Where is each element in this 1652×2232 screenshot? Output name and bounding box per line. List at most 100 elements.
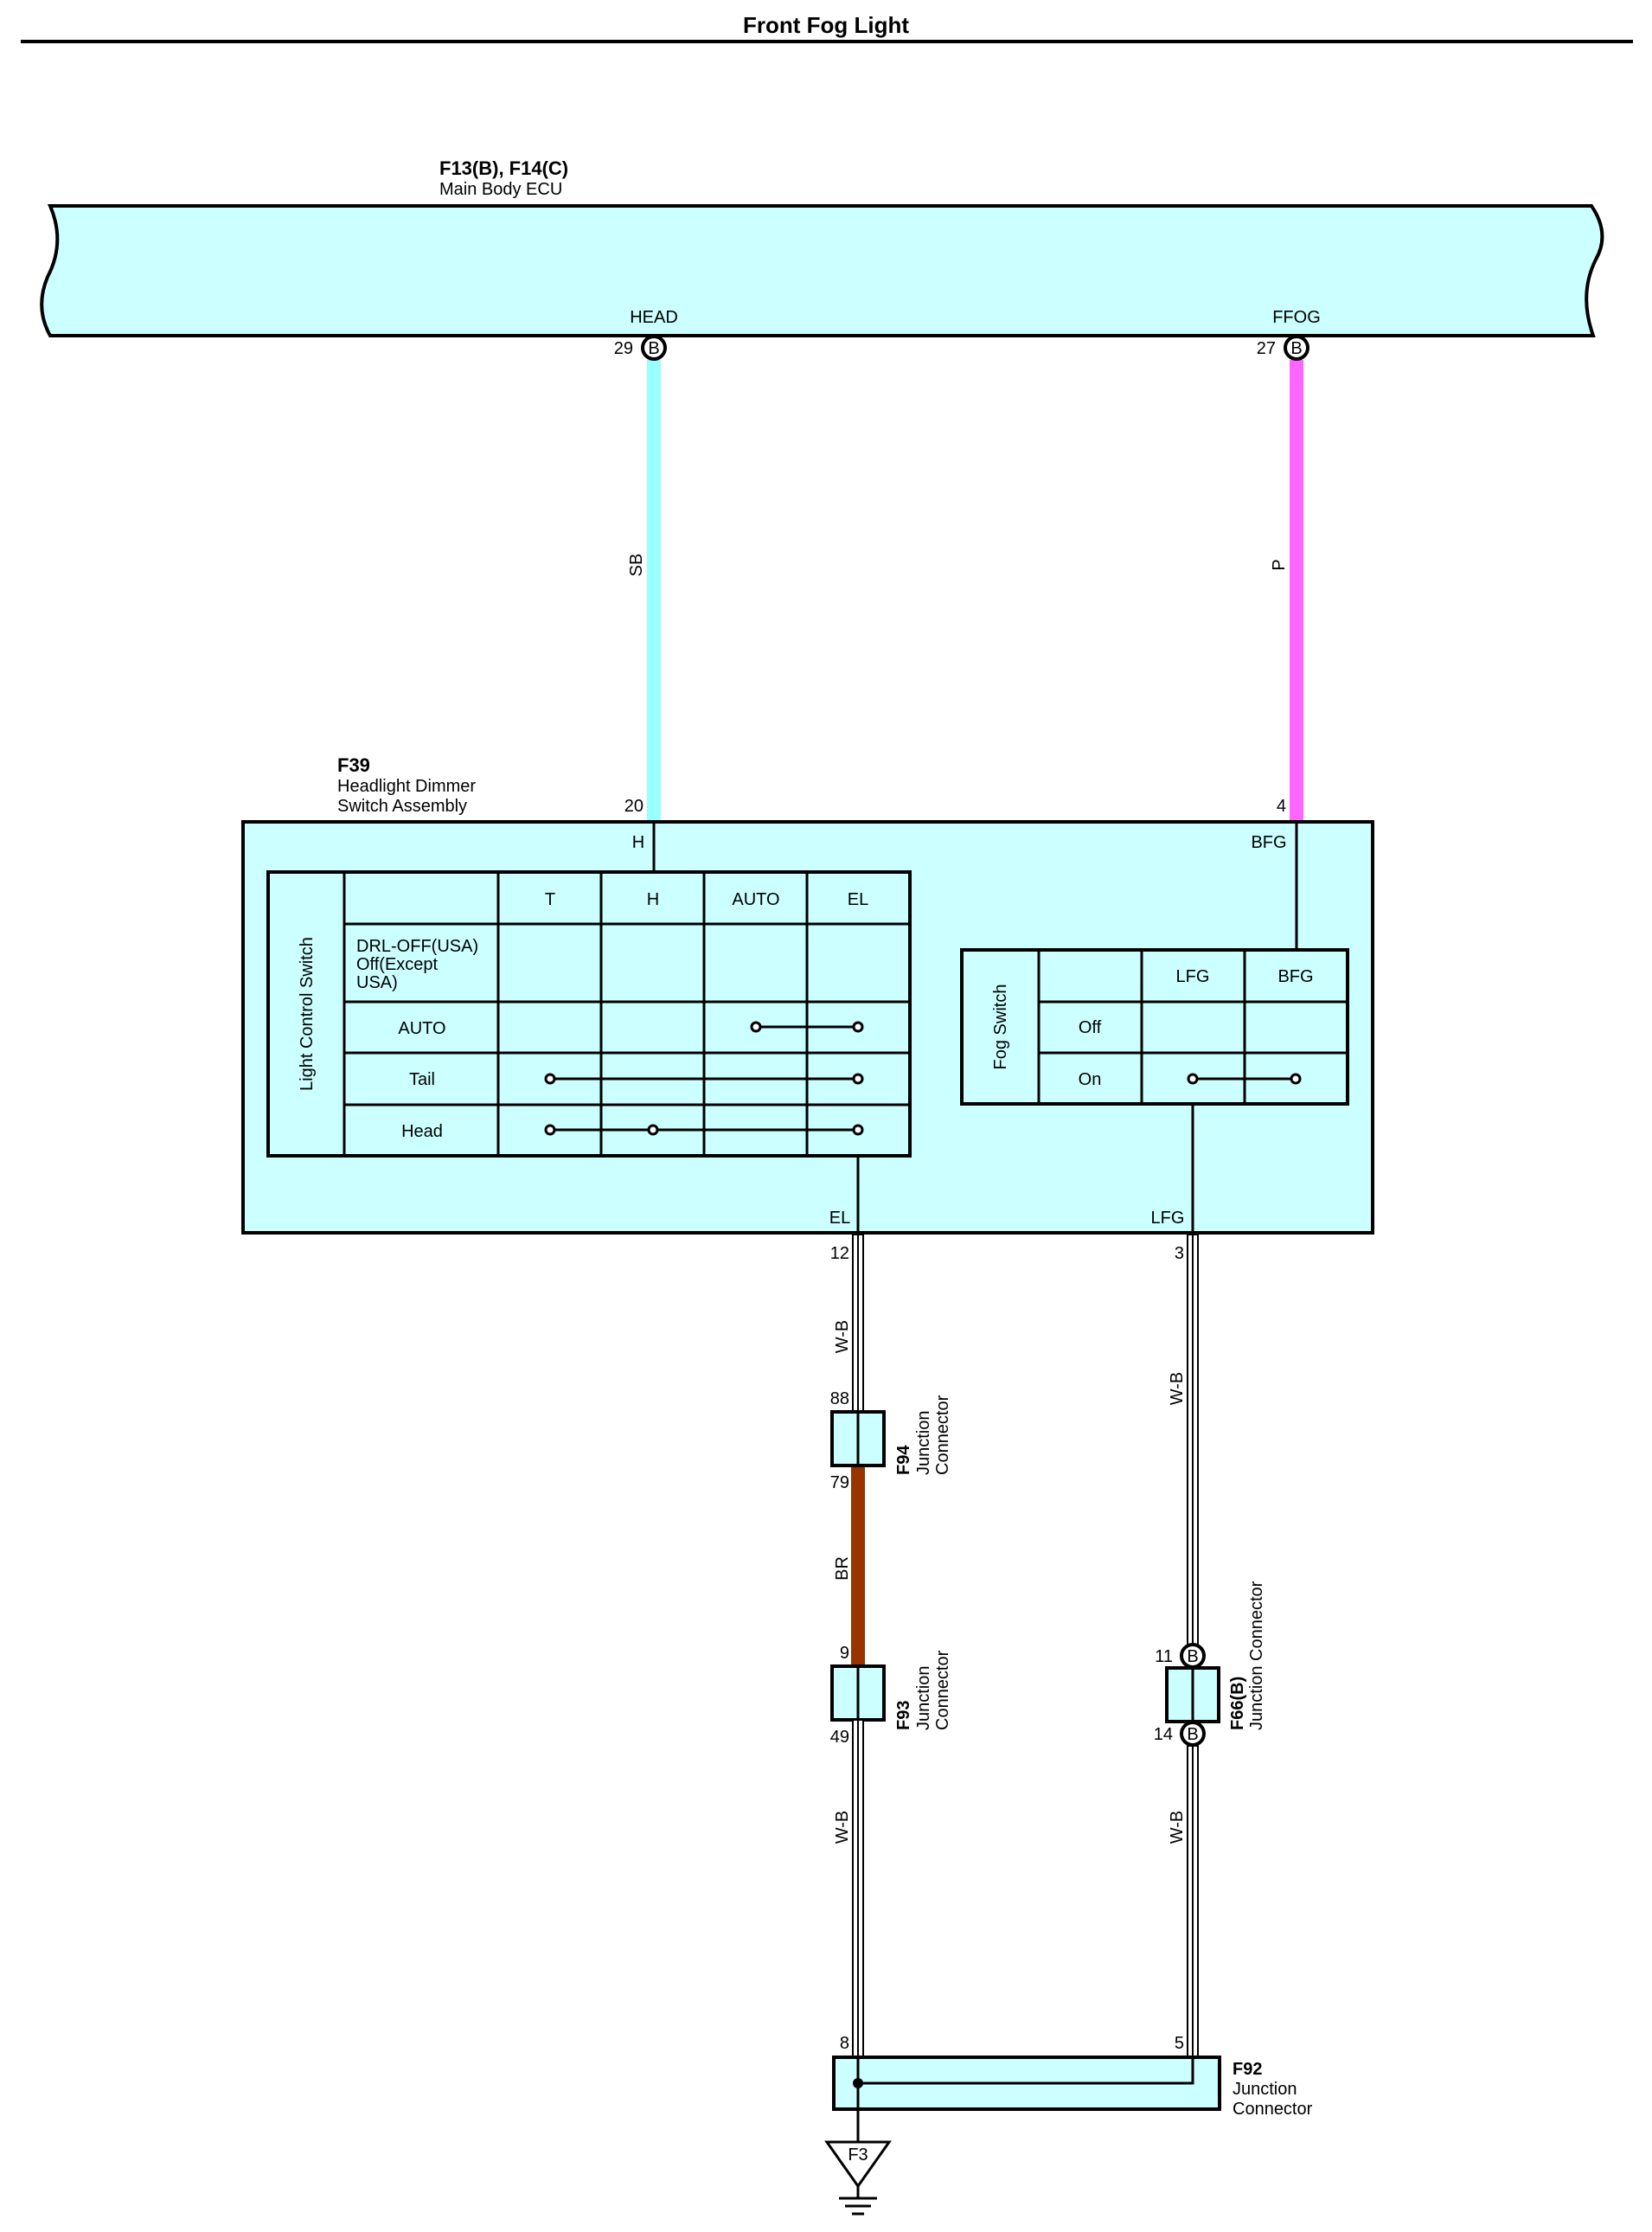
f94-pin-88: 88	[830, 1389, 849, 1408]
f94-pin-79: 79	[830, 1473, 849, 1492]
wire-sb	[647, 360, 661, 822]
f66-name: Junction Connector	[1247, 1581, 1266, 1730]
dimmer-name-2: Switch Assembly	[337, 797, 467, 816]
f93-pin-49: 49	[830, 1728, 849, 1747]
lcs-col-h: H	[647, 890, 659, 909]
wire-br-label: BR	[833, 1556, 852, 1581]
f92-pin-5: 5	[1175, 2034, 1184, 2053]
connector-f94: 88 79 F94 Junction Connector	[830, 1389, 952, 1492]
fog-continuity	[1187, 1073, 1302, 1085]
ecu-name: Main Body ECU	[439, 180, 562, 199]
ecu-code: F13(B), F14(C)	[439, 157, 568, 179]
f66-code: F66(B)	[1228, 1677, 1247, 1730]
main-body-ecu: F13(B), F14(C) Main Body ECU HEAD FFOG	[40, 157, 1604, 337]
f66-bottom-conn: B	[1187, 1725, 1198, 1744]
ground-f3: F3	[824, 2109, 892, 2216]
wire-wb-el-lower-label: W-B	[833, 1811, 852, 1844]
fog-col-lfg: LFG	[1176, 967, 1210, 986]
f66-pin-14: 14	[1154, 1725, 1173, 1744]
connector-f93: 9 49 F93 Junction Connector	[830, 1644, 952, 1747]
dimmer-pin-20-num: 20	[624, 797, 644, 816]
dimmer-code: F39	[337, 754, 370, 776]
f93-code: F93	[894, 1701, 913, 1730]
lcs-row-auto: AUTO	[398, 1019, 445, 1038]
wire-p-label: P	[1270, 559, 1289, 570]
splice-point	[853, 2078, 863, 2088]
f93-name-2: Connector	[933, 1650, 952, 1730]
wire-wb-el-upper	[852, 1234, 864, 1413]
terminal-icon	[1284, 335, 1309, 361]
f92-internal-bus	[856, 2057, 1194, 2085]
page-title: Front Fog Light	[743, 12, 909, 38]
continuity-point	[852, 1021, 864, 1033]
lcs-col-el: EL	[848, 890, 868, 909]
f92-name-2: Connector	[1233, 2100, 1313, 2119]
ecu-pin-27: B 27	[1257, 335, 1309, 361]
f66-top-conn: B	[1187, 1647, 1198, 1666]
continuity-point	[750, 1021, 762, 1033]
dimmer-pin-lfg: LFG	[1151, 1209, 1185, 1228]
wire-wb-el-lower	[852, 1719, 864, 2058]
wire-wb-lfg-label: W-B	[1168, 1372, 1187, 1406]
wire-sb-label: SB	[627, 554, 646, 577]
terminal-num: 29	[614, 339, 633, 358]
f92-name-1: Junction	[1233, 2080, 1297, 2099]
dimmer-pin-3-num: 3	[1175, 1244, 1184, 1263]
terminal-icon	[1180, 1643, 1206, 1669]
f66-pin-11: 11	[1155, 1647, 1173, 1666]
dimmer-pin-bfg: BFG	[1251, 833, 1286, 852]
lcs-grid	[343, 872, 910, 1156]
fog-title: Fog Switch	[991, 985, 1010, 1070]
connector-f66: B B 11 14 F66(B) Junction Connector	[1154, 1581, 1266, 1747]
dimmer-pin-h: H	[632, 833, 644, 852]
lcs-title: Light Control Switch	[298, 937, 317, 1091]
ecu-pin-29: B 29	[614, 335, 667, 361]
terminal-conn: B	[648, 339, 659, 358]
wire-br	[851, 1466, 865, 1666]
wire-wb-lfg	[1187, 1234, 1199, 1646]
dimmer-pin-12-num: 12	[830, 1244, 849, 1263]
continuity-point	[1187, 1073, 1199, 1085]
continuity-point	[544, 1073, 556, 1085]
dimmer-name-1: Headlight Dimmer	[337, 777, 476, 796]
lcs-continuity	[544, 1021, 864, 1136]
continuity-point	[852, 1124, 864, 1136]
lcs-row-off-3: USA)	[356, 973, 398, 992]
lcs-row-head: Head	[401, 1122, 443, 1141]
f93-pin-9: 9	[840, 1644, 849, 1663]
lcs-row-off-2: Off(Except	[356, 955, 439, 974]
wire-wb-el-upper-label: W-B	[833, 1320, 852, 1354]
f94-code: F94	[894, 1445, 913, 1475]
fog-switch-table: Fog Switch LFG BFG Off On	[960, 948, 1349, 1106]
f94-name-1: Junction	[914, 1411, 933, 1476]
continuity-point	[1290, 1073, 1302, 1085]
wire-p	[1290, 360, 1303, 822]
fog-row-off: Off	[1079, 1018, 1102, 1037]
connector-f92: 8 5 F92 Junction Connector	[832, 2034, 1313, 2119]
terminal-icon	[641, 335, 667, 361]
continuity-point	[852, 1073, 864, 1085]
terminal-conn: B	[1290, 339, 1302, 358]
f94-name-2: Connector	[933, 1395, 952, 1475]
lcs-frame	[266, 870, 912, 1158]
lcs-col-auto: AUTO	[732, 890, 779, 909]
dimmer-pin-el: EL	[829, 1209, 850, 1228]
continuity-point	[647, 1124, 659, 1136]
fog-row-on: On	[1079, 1070, 1102, 1089]
lcs-col-t: T	[545, 890, 555, 909]
wire-wb-lfg-lower-label: W-B	[1168, 1811, 1187, 1844]
light-control-switch-table: Light Control Switch T H AUTO EL DRL-OFF…	[266, 870, 912, 1158]
lcs-row-tail: Tail	[409, 1070, 435, 1089]
f93-name-1: Junction	[914, 1666, 933, 1731]
terminal-icon	[1180, 1721, 1206, 1747]
ground-triangle-icon	[824, 2140, 892, 2189]
f92-pin-8: 8	[840, 2034, 849, 2053]
continuity-point	[544, 1124, 556, 1136]
dimmer-pin-4-num: 4	[1277, 797, 1286, 816]
ground-code: F3	[848, 2145, 868, 2165]
wire-wb-lfg-lower	[1187, 1745, 1199, 2058]
terminal-num: 27	[1257, 339, 1276, 358]
lcs-row-off-1: DRL-OFF(USA)	[356, 937, 478, 956]
fog-col-bfg: BFG	[1277, 967, 1313, 986]
